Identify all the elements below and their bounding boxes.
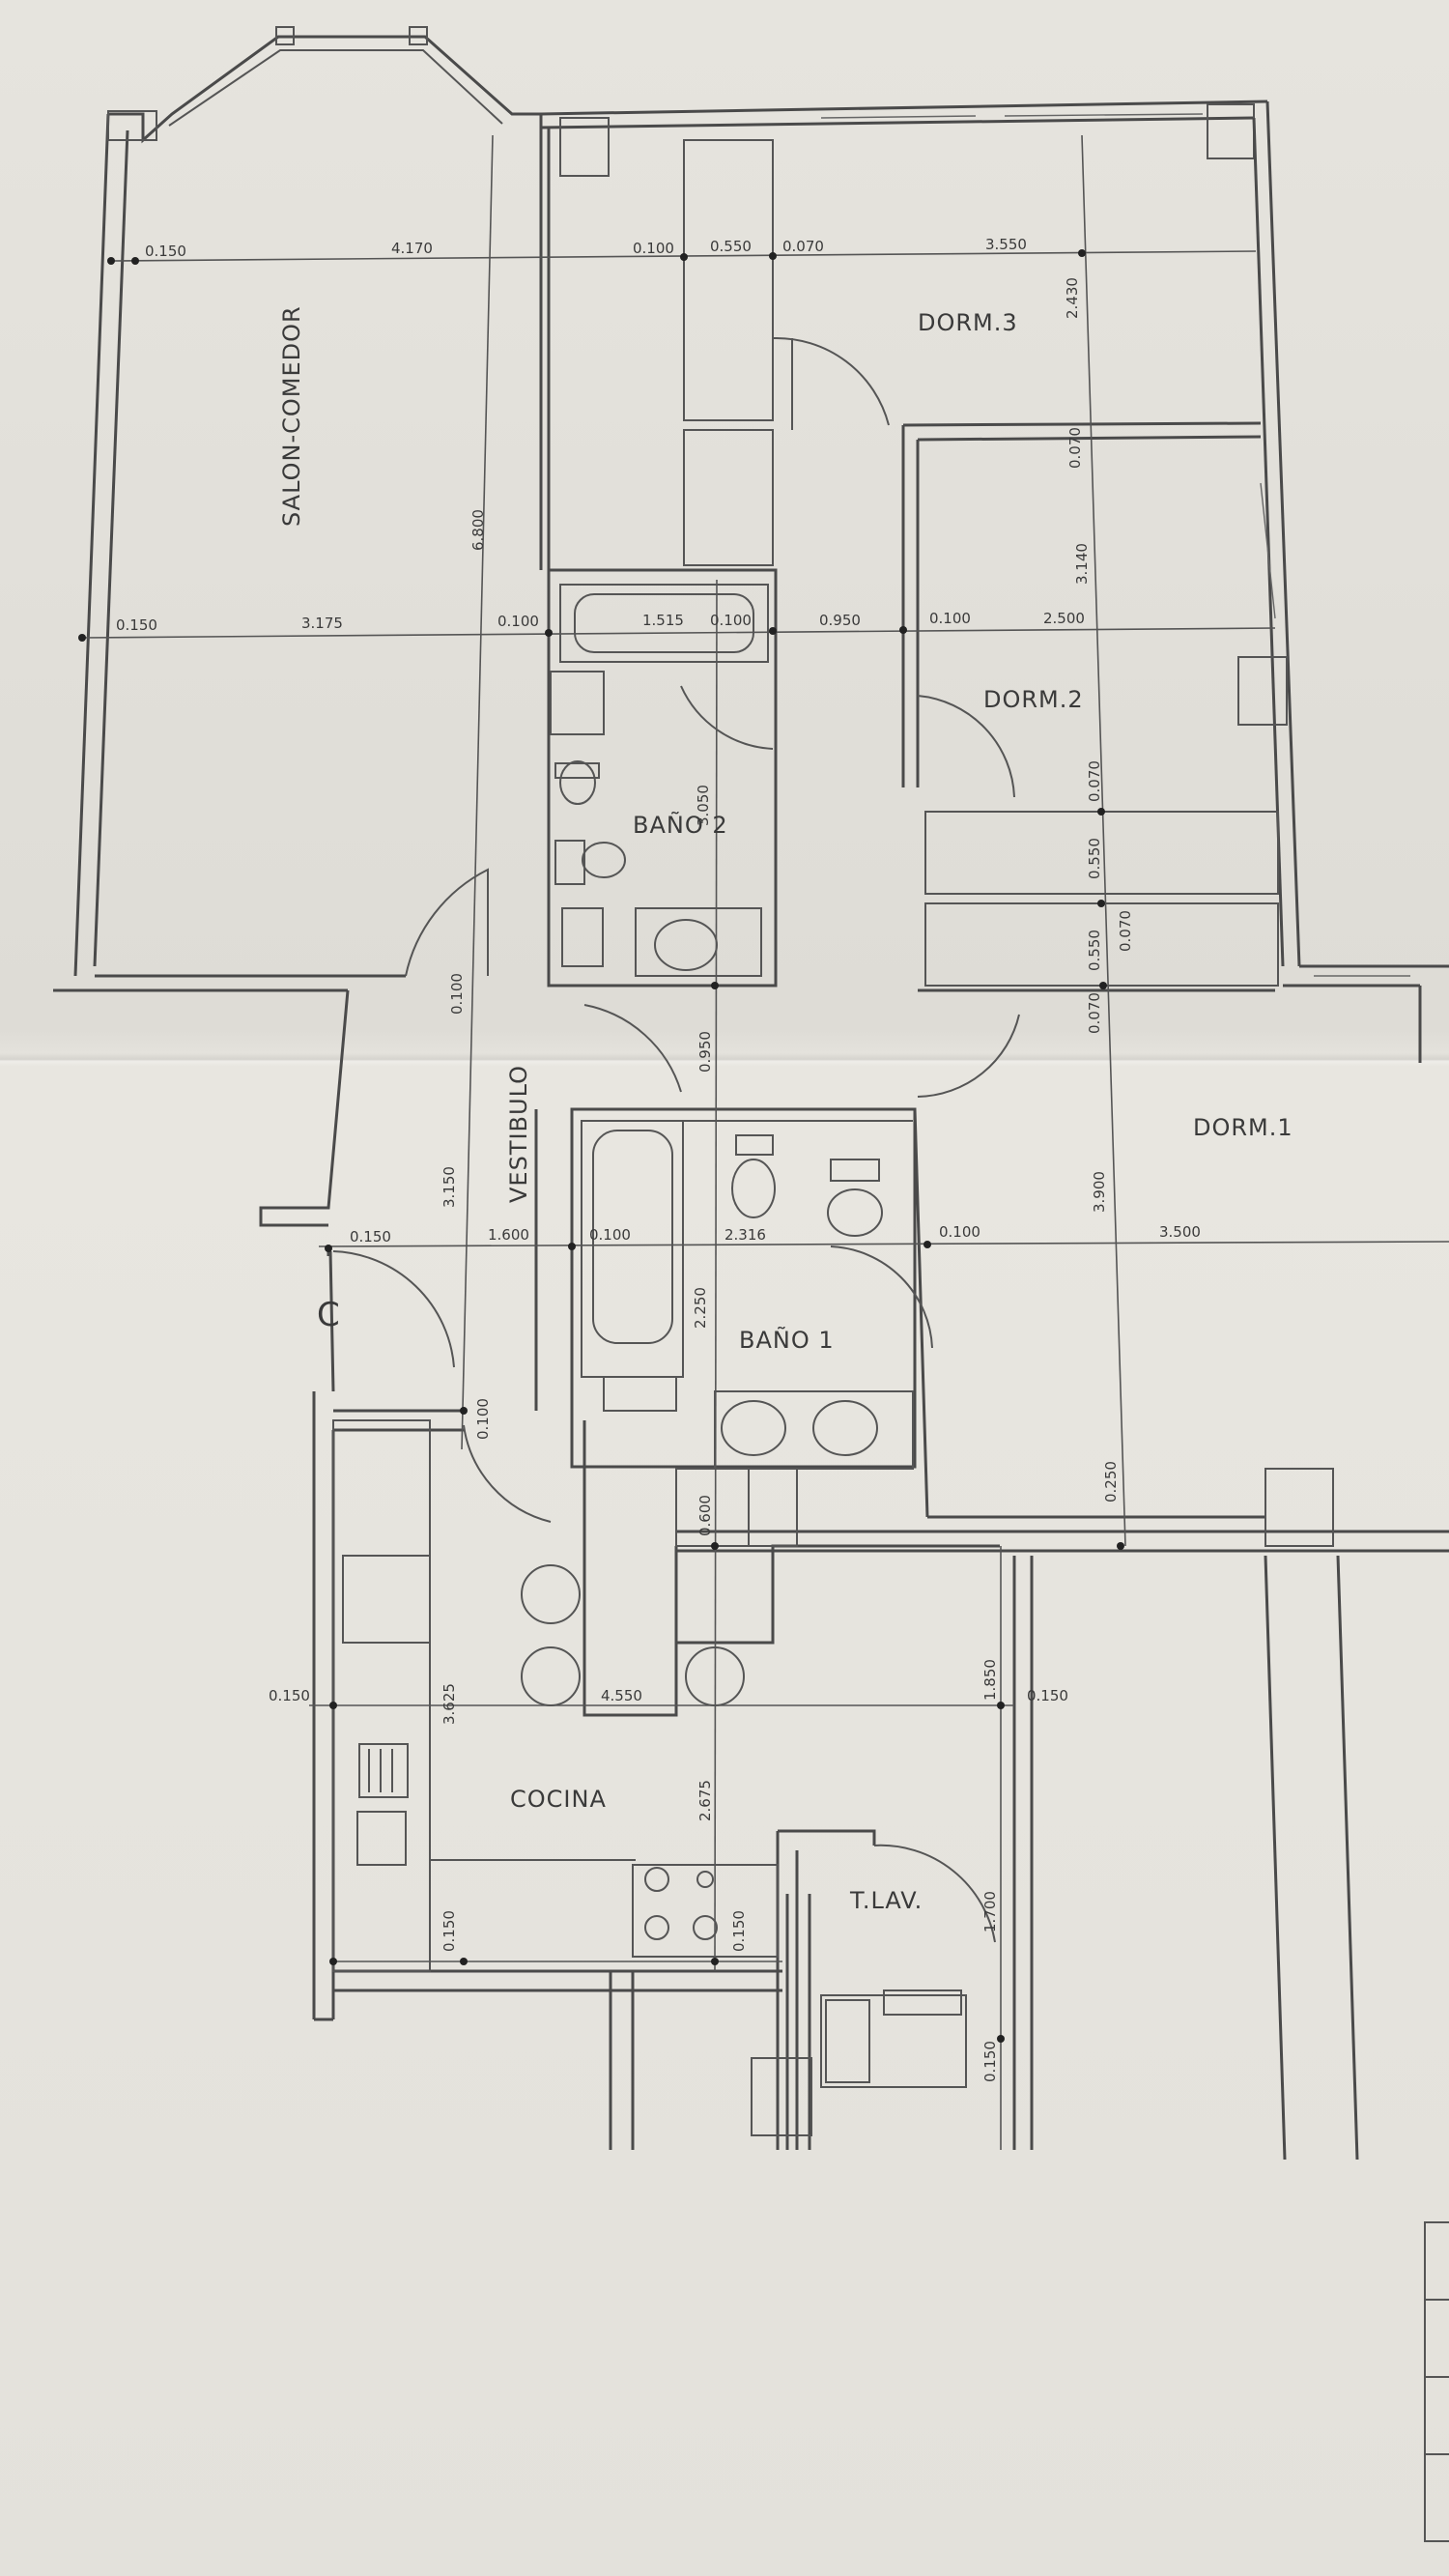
dim-label: 0.070 [1086, 760, 1103, 802]
dim-label: 0.070 [1117, 910, 1134, 952]
room-label-dorm3: DORM.3 [918, 309, 1018, 336]
dim-label: 0.100 [474, 1398, 492, 1440]
dim-label: 2.500 [1043, 610, 1085, 627]
dim-label: 0.150 [116, 616, 157, 634]
room-label-bano2: BAÑO 2 [633, 810, 728, 839]
room-label-tlav: T.LAV. [849, 1887, 923, 1914]
dim-label: 0.550 [710, 238, 752, 255]
room-label-vestibulo: VESTIBULO [505, 1065, 532, 1203]
room-label-bano1: BAÑO 1 [739, 1325, 835, 1354]
title-block-fragment [1424, 2221, 1449, 2542]
dim-label: 0.100 [710, 612, 752, 629]
dim-label: 0.950 [696, 1031, 714, 1073]
dim-label: 0.150 [1027, 1687, 1068, 1704]
dim-label: 0.550 [1086, 838, 1103, 879]
dim-label: 0.070 [1086, 992, 1103, 1034]
dim-label: 6.800 [469, 509, 487, 551]
room-label-salon: SALON-COMEDOR [278, 305, 305, 527]
dim-label: 0.150 [350, 1228, 391, 1245]
dim-label: 2.250 [692, 1287, 709, 1329]
dim-label: 3.900 [1091, 1171, 1108, 1213]
dim-label: 2.316 [724, 1226, 766, 1244]
dim-label: 0.100 [448, 973, 466, 1015]
dim-label: 1.600 [488, 1226, 529, 1244]
dim-label: 0.100 [497, 613, 539, 630]
dim-label: 3.140 [1073, 543, 1091, 585]
paper-fold [0, 1053, 1449, 1067]
dim-label: 0.150 [269, 1687, 310, 1704]
dim-label: 3.050 [695, 785, 712, 826]
dimension-lines [78, 134, 1449, 2150]
dim-label: 4.170 [391, 240, 433, 257]
dim-label: 3.150 [440, 1166, 458, 1208]
dim-label: 1.515 [642, 612, 684, 629]
fixtures [356, 671, 967, 2088]
dim-label: 0.550 [1086, 930, 1103, 971]
dim-label: 0.150 [981, 2041, 999, 2082]
dim-label: 0.600 [696, 1495, 714, 1536]
dim-label: 0.100 [633, 240, 674, 257]
interior-walls [332, 128, 1334, 2150]
dim-label: 0.070 [1066, 427, 1084, 469]
dim-label: 4.550 [601, 1687, 642, 1704]
room-label-dorm1: DORM.1 [1193, 1114, 1293, 1141]
dim-label: 0.100 [939, 1223, 980, 1241]
dim-label: 0.950 [819, 612, 861, 629]
dim-label: 0.100 [929, 610, 971, 627]
dim-label: 2.675 [696, 1780, 714, 1821]
dim-label: 0.250 [1102, 1461, 1120, 1503]
dim-label: 3.500 [1159, 1223, 1201, 1241]
dim-label: 0.070 [782, 238, 824, 255]
dim-label: 3.550 [985, 236, 1027, 253]
dim-label: 2.430 [1064, 277, 1081, 319]
dim-label: 1.700 [981, 1891, 999, 1932]
room-label-cocina: COCINA [510, 1786, 607, 1813]
outer-walls [53, 26, 1449, 2161]
dim-label: 0.100 [589, 1226, 631, 1244]
room-label-dorm2: DORM.2 [983, 686, 1084, 713]
dim-label: 0.150 [145, 243, 186, 260]
room-labels: SALON-COMEDOR DORM.3 DORM.2 DORM.1 BAÑO … [278, 305, 1293, 1914]
dimension-labels: 0.150 4.170 0.100 0.550 0.070 3.550 2.43… [116, 236, 1201, 2082]
door-swings [332, 336, 1020, 1943]
dim-label: 0.150 [730, 1910, 748, 1952]
room-label-entry: C [317, 1296, 340, 1334]
dim-label: 0.150 [440, 1910, 458, 1952]
dim-label: 3.625 [440, 1683, 458, 1725]
dim-label: 1.850 [981, 1659, 999, 1701]
dim-label: 3.175 [301, 615, 343, 632]
